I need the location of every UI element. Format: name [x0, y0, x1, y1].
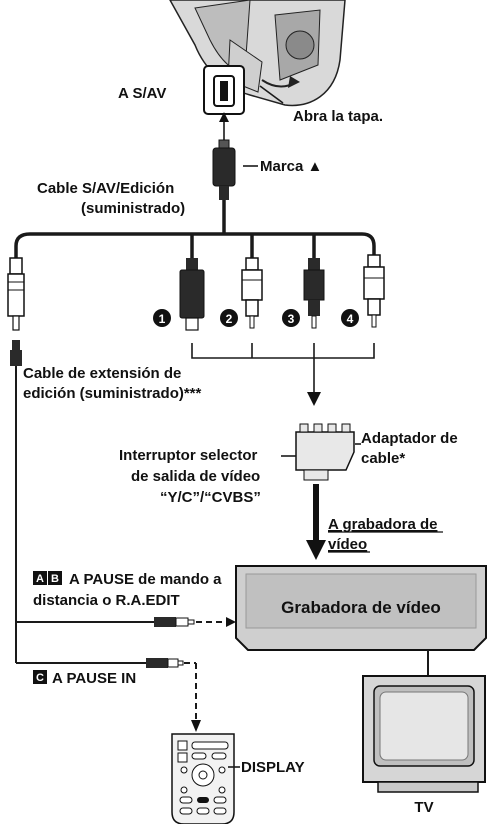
- rca-plug-icon: [179, 258, 205, 331]
- s-av-connector-icon: [203, 65, 245, 115]
- camcorder-icon: [169, 0, 346, 107]
- display-label: DISPLAY: [241, 759, 305, 776]
- to-recorder-label-line1: A grabadora de: [328, 516, 437, 533]
- svg-text:C: C: [36, 672, 44, 684]
- selector-label-line1: Interruptor selector: [119, 447, 258, 464]
- adapter-label-line2: cable*: [361, 450, 405, 467]
- plug-number-1: 1: [153, 309, 171, 327]
- jack-plug-icon: [7, 257, 25, 331]
- svg-text:B: B: [51, 573, 59, 585]
- cable-label-line1: Cable S/AV/Edición: [37, 180, 174, 197]
- pause-ab-label-line2: distancia o R.A.EDIT: [33, 592, 180, 609]
- jack-plug-icon: [154, 617, 195, 627]
- tv-icon: [362, 675, 486, 793]
- plug-number-3: 3: [282, 309, 300, 327]
- jack-plug-icon: [10, 340, 22, 366]
- open-cover-label: Abra la tapa.: [293, 108, 383, 125]
- pause-ab-label-line1: A PAUSE de mando a: [69, 571, 222, 588]
- plug-number-2: 2: [220, 309, 238, 327]
- cable-label-line2: (suministrado): [81, 200, 185, 217]
- vcr-icon: [235, 565, 487, 651]
- tv-label: TV: [414, 799, 433, 816]
- s-av-label: A S/AV: [118, 85, 166, 102]
- jack-plug-icon: [146, 658, 184, 668]
- to-recorder-label-line2: vídeo: [328, 536, 367, 553]
- svg-text:3: 3: [288, 312, 295, 326]
- cable-harness: [14, 200, 376, 258]
- rca-plug-icon: [303, 258, 325, 329]
- plug-number-4: 4: [341, 309, 359, 327]
- svg-text:2: 2: [226, 312, 233, 326]
- svg-text:A: A: [36, 573, 44, 585]
- pause-in-label: A PAUSE IN: [52, 670, 136, 687]
- rca-plug-icon: [241, 257, 263, 329]
- scart-adapter-icon: [295, 423, 355, 481]
- svg-text:1: 1: [159, 312, 166, 326]
- vcr-label: Grabadora de vídeo: [281, 598, 441, 617]
- selector-label-line2: de salida de vídeo: [131, 468, 260, 485]
- svg-text:4: 4: [347, 312, 354, 326]
- remote-control-icon: [171, 733, 235, 824]
- plug-icon: [212, 139, 236, 200]
- pause-c-badge: C: [33, 670, 47, 684]
- extension-cable-label-line2: edición (suministrado)***: [23, 385, 202, 402]
- rca-plug-icon: [363, 254, 385, 328]
- pause-ab-badge: A B: [33, 571, 62, 585]
- selector-label-line3: “Y/C”/“CVBS”: [160, 489, 261, 506]
- extension-cable-label-line1: Cable de extensión de: [23, 365, 181, 382]
- adapter-label-line1: Adaptador de: [361, 430, 458, 447]
- mark-label: Marca ▲: [260, 158, 322, 175]
